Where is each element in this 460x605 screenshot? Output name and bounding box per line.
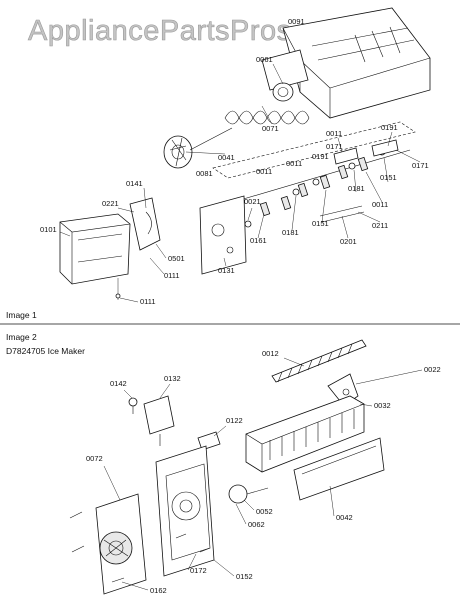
callout-label: 0211 [372, 221, 388, 230]
ice-bucket-assembly [261, 7, 431, 119]
callout-label: 0032 [374, 401, 391, 410]
motor-housing [129, 197, 161, 251]
callout-label: 0011 [256, 167, 272, 176]
mounting-screw [128, 397, 138, 414]
callout-label: 0181 [282, 228, 299, 237]
callout-label: 0191 [381, 123, 398, 132]
callout-label: 0132 [164, 374, 181, 383]
callout-label: 0061 [256, 55, 273, 64]
section-2-subtitle: D7824705 Ice Maker [6, 346, 85, 356]
callout-label: 0141 [126, 179, 143, 188]
auger-hub [163, 127, 233, 169]
callout-label: 0151 [380, 173, 397, 182]
callout-label: 0071 [262, 124, 279, 133]
callout-label: 0201 [340, 237, 357, 246]
drive-gear [228, 484, 269, 504]
ice-mold [245, 395, 365, 473]
fill-cup [293, 437, 385, 501]
callout-label: 0111 [140, 297, 156, 306]
module-cover [95, 493, 147, 595]
callout-label: 0191 [312, 152, 329, 161]
callout-label: 0152 [236, 572, 253, 581]
callout-label: 0022 [424, 365, 441, 374]
callout-label: 0011 [286, 159, 302, 168]
assembly-screws [69, 511, 211, 583]
callout-label: 0172 [190, 566, 207, 575]
callout-label: 0042 [336, 513, 353, 522]
callout-labels: 0091 0061 0071 0041 0081 0011 0191 0171 … [40, 17, 441, 595]
leader-lines [59, 63, 423, 591]
mounting-plate [199, 195, 247, 275]
callout-label: 0142 [110, 379, 127, 388]
callout-label: 0122 [226, 416, 243, 425]
callout-label: 0021 [244, 197, 261, 206]
callout-label: 0011 [372, 200, 388, 209]
callout-label: 0171 [412, 161, 429, 170]
section-1-label: Image 1 [6, 310, 37, 320]
callout-label: 0111 [164, 271, 180, 280]
front-cover-panel [59, 213, 131, 300]
bucket-bezel [272, 82, 294, 102]
callout-label: 0181 [348, 184, 365, 193]
module-cover-bracket [143, 395, 175, 446]
callout-label: 0151 [312, 219, 329, 228]
callout-label: 0221 [102, 199, 119, 208]
callout-label: 0162 [150, 586, 167, 595]
section-2-label: Image 2 [6, 332, 37, 342]
callout-label: 0161 [250, 236, 267, 245]
thermostat [197, 431, 221, 451]
callout-label: 0011 [326, 129, 342, 138]
ejector-blade [271, 339, 367, 383]
callout-label: 0101 [40, 225, 57, 234]
control-module-housing [155, 445, 215, 577]
callout-label: 0131 [218, 266, 235, 275]
assembly-outline [212, 121, 416, 179]
callout-label: 0062 [248, 520, 265, 529]
callout-label: 0501 [168, 254, 185, 263]
callout-label: 0052 [256, 507, 273, 516]
callout-label: 0081 [196, 169, 213, 178]
auger-spring [224, 110, 310, 125]
callout-label: 0041 [218, 153, 235, 162]
callout-label: 0072 [86, 454, 103, 463]
callout-label: 0012 [262, 349, 279, 358]
callout-label: 0171 [326, 142, 343, 151]
callout-label: 0091 [288, 17, 305, 26]
